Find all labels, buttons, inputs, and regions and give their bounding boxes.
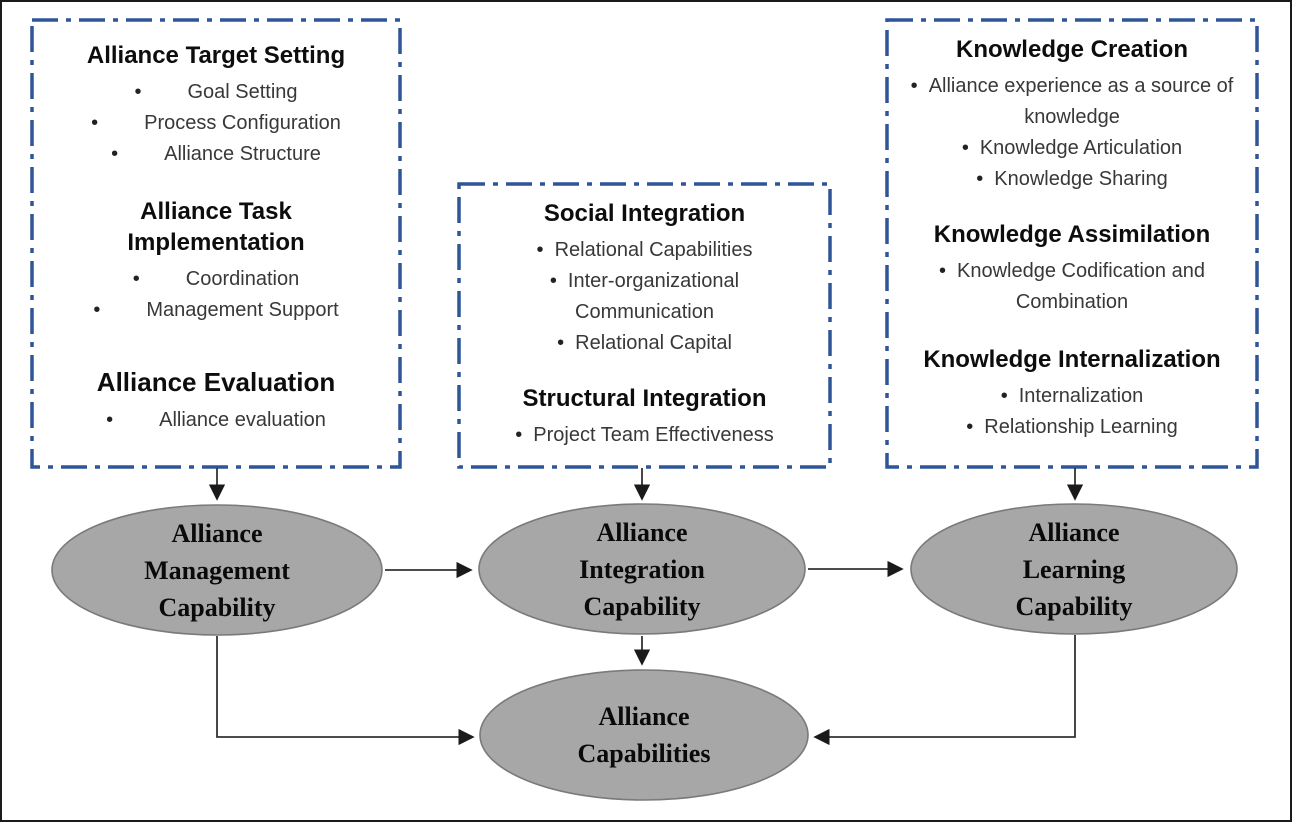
alliance-evaluation-list: • Alliance evaluation [51,405,381,436]
bullet-icon: • [132,268,140,290]
section-heading-knowledge-assimilation: Knowledge Assimilation [933,221,1211,248]
bullet-icon: • [910,75,918,97]
list-item: • Alliance Structure [51,139,381,170]
list-item: • Relational Capabilities [495,235,795,266]
list-item: • Coordination [51,264,381,295]
list-item-label: Knowledge Sharing [994,168,1168,190]
list-item-label: Alliance evaluation [159,409,326,431]
list-item-label: Knowledge Codification and Combination [957,260,1205,313]
integration-capability-ellipse [478,503,806,635]
integration-capability-label: Alliance Integration Capability [579,518,705,621]
knowledge-internalization-list: • Internalization • Relationship Learning [907,381,1237,443]
knowledge-assimilation-list: • Knowledge Codification and Combination [907,256,1237,318]
list-item: • Knowledge Codification and Combination [907,256,1237,318]
list-item: • Inter-organizational Communication [495,266,795,328]
list-item-label: Relationship Learning [984,416,1178,438]
section-heading-alliance-evaluation: Alliance Evaluation [96,367,336,397]
alliance-capabilities-label: Alliance Capabilities [577,702,711,768]
list-item: • Internalization [907,381,1237,412]
list-item-label: Internalization [1018,385,1144,407]
section-heading-knowledge-internalization: Knowledge Internalization [923,346,1221,373]
section-heading-knowledge-creation: Knowledge Creation [955,36,1189,63]
bullet-icon: • [549,270,557,292]
structural-integration-list: • Project Team Effectiveness [475,420,815,451]
list-item: • Goal Setting [51,77,381,108]
middle-dashed-box-outline [457,182,832,469]
list-item: • Relationship Learning [907,412,1237,443]
knowledge-creation-list: • Alliance experience as a source of know… [907,71,1237,195]
list-item-label: Alliance Structure [164,143,321,165]
section-heading-alliance-target-setting: Alliance Target Setting [86,42,346,69]
list-item-label: Project Team Effectiveness [533,424,774,446]
bullet-icon: • [939,260,947,282]
list-item-label: Management Support [146,299,339,321]
bullet-icon: • [93,299,101,321]
bullet-icon: • [106,409,114,431]
right-dashed-box-outline [885,18,1259,469]
arrow-management-to-capabilities [216,636,475,746]
list-item-label: Relational Capital [575,332,732,354]
list-item-label: Knowledge Articulation [979,137,1183,159]
alliance-management-practices-box: Alliance Target Setting •Goal Setting •P… [32,20,400,467]
section-heading-structural-integration: Structural Integration [522,385,767,412]
alliance-target-setting-list: •Goal Setting •Process Configuration •Al… [51,77,381,170]
section-heading-alliance-task-implementation: Alliance Task Implementation [127,198,305,256]
list-item: • Project Team Effectiveness [475,420,815,451]
social-integration-list: •Relational Capabilities •Inter-organiza… [495,235,795,359]
list-item: • Alliance experience as a source of know… [907,71,1237,133]
bullet-icon: • [515,424,523,446]
left-dashed-box-outline [30,18,402,469]
bullet-icon: • [976,168,984,190]
section-heading-social-integration: Social Integration [543,200,746,227]
list-item-label: Alliance experience as a source of knowl… [928,75,1234,128]
alliance-learning-practices-box: Knowledge Creation • Alliance experience … [887,20,1257,467]
list-item-label: Relational Capabilities [554,239,753,261]
list-item: • Knowledge Articulation [907,133,1237,164]
alliance-capabilities-ellipse [479,669,809,801]
alliance-integration-practices-box: Social Integration • Relational Capabilit… [459,184,830,467]
management-capability-label: Alliance Management Capability [144,519,290,622]
alliance-task-implementation-list: • Coordination • Management Support [51,264,381,326]
list-item: • Relational Capital [495,328,795,359]
list-item: • Process Configuration [51,108,381,139]
bullet-icon: • [1000,385,1008,407]
bullet-icon: • [966,416,974,438]
learning-capability-ellipse [910,503,1238,635]
bullet-icon: • [134,81,142,103]
list-item-label: Goal Setting [187,81,298,103]
learning-capability-label: Alliance Learning Capability [1015,518,1133,621]
arrow-learning-to-capabilities [813,635,1076,746]
list-item: • Management Support [51,295,381,326]
bullet-icon: • [961,137,969,159]
bullet-icon: • [536,239,544,261]
management-capability-ellipse [51,504,383,636]
bullet-icon: • [557,332,565,354]
list-item: • Knowledge Sharing [907,164,1237,195]
list-item: • Alliance evaluation [51,405,381,436]
bullet-icon: • [91,112,99,134]
list-item-label: Inter-organizational Communication [567,270,740,323]
list-item-label: Process Configuration [144,112,341,134]
bullet-icon: • [111,143,119,165]
list-item-label: Coordination [185,268,300,290]
